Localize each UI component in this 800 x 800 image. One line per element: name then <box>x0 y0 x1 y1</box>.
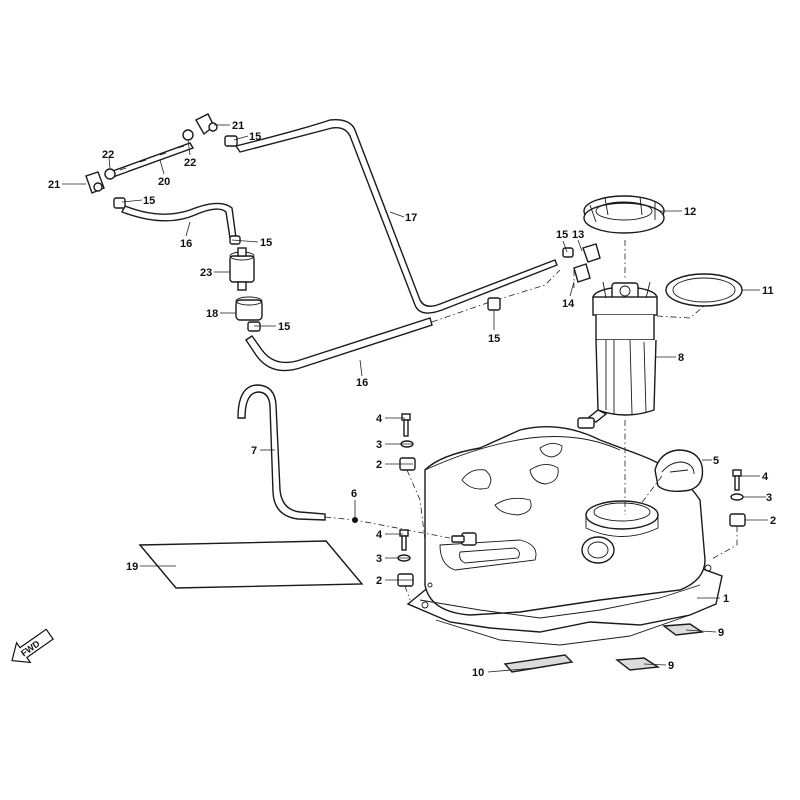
fuel-cap <box>654 449 704 493</box>
callout-14: 14 <box>562 298 575 310</box>
callout-23: 23 <box>200 267 212 279</box>
callout-21-left: 21 <box>48 179 60 191</box>
bolt-set-left-top <box>399 413 416 471</box>
fuel-filter <box>229 247 255 291</box>
fuel-hose-upper <box>121 202 237 239</box>
centerline-seal <box>656 305 705 319</box>
callout-18: 18 <box>206 308 218 320</box>
clamp-15-center <box>487 297 501 311</box>
callout-15-filter-top: 15 <box>260 237 272 249</box>
fitting-13 <box>582 243 601 263</box>
centerline-bolt-left <box>406 469 426 541</box>
callout-15-left: 15 <box>143 195 155 207</box>
seal-ring <box>665 273 743 307</box>
pad-9-upper <box>662 623 704 636</box>
pad-10 <box>503 654 574 673</box>
callout-15-upper-right: 15 <box>249 131 261 143</box>
clamp-15-left <box>113 197 126 209</box>
callout-2-left-bottom: 2 <box>376 575 382 587</box>
fuel-hose-20 <box>108 142 195 178</box>
callout-4-right: 4 <box>762 471 769 483</box>
fitting-14 <box>573 263 591 283</box>
callout-7: 7 <box>251 445 257 457</box>
centerline-bolt-right <box>709 526 738 561</box>
callout-22-top: 22 <box>184 157 196 169</box>
callout-4-left-bottom: 4 <box>376 529 383 541</box>
callout-3-left-bottom: 3 <box>376 553 382 565</box>
callout-22-left: 22 <box>102 149 114 161</box>
callout-2-right: 2 <box>770 515 776 527</box>
pad-9-lower <box>615 657 661 671</box>
fuel-hose-lower <box>245 269 561 372</box>
callout-17: 17 <box>405 212 417 224</box>
fitting-22-top <box>182 129 194 141</box>
fitting-21-top <box>195 113 218 136</box>
callout-21-top: 21 <box>232 120 244 132</box>
clamp-15-filter-bottom <box>247 321 261 332</box>
callout-16-upper: 16 <box>180 238 192 250</box>
callout-16-lower: 16 <box>356 377 368 389</box>
clip-6 <box>352 517 358 523</box>
callout-4-left-top: 4 <box>376 413 383 425</box>
callout-19: 19 <box>126 561 138 573</box>
fitting-21-left <box>85 171 105 194</box>
callout-11: 11 <box>762 285 774 297</box>
callout-13: 13 <box>572 229 584 241</box>
leader-lines <box>62 124 768 673</box>
callout-15-filter-bottom: 15 <box>278 321 290 333</box>
breather-hose <box>237 384 451 539</box>
callout-12: 12 <box>684 206 696 218</box>
callout-6: 6 <box>351 488 357 500</box>
callout-15-pump: 15 <box>556 229 568 241</box>
callout-10: 10 <box>472 667 484 679</box>
callout-15-center: 15 <box>488 333 500 345</box>
callout-20: 20 <box>158 176 170 188</box>
fuel-tank <box>406 426 723 646</box>
centerline-bolt-bottom <box>404 585 411 601</box>
callout-2-left-top: 2 <box>376 459 382 471</box>
callout-3-left-top: 3 <box>376 439 382 451</box>
bolt-set-right <box>729 469 746 527</box>
callout-1: 1 <box>723 593 729 605</box>
clamp-15-pump <box>562 247 574 258</box>
fitting-22-left <box>104 168 116 180</box>
lock-ring <box>583 195 665 234</box>
callout-9-lower: 9 <box>668 660 674 672</box>
callout-labels: 1 2 2 2 3 3 3 4 4 4 5 6 7 8 9 9 10 11 12… <box>48 120 776 679</box>
centerline-cap <box>639 475 663 506</box>
forward-direction-arrow: FWD <box>11 628 54 664</box>
callout-3-right: 3 <box>766 492 772 504</box>
callout-9-upper: 9 <box>718 627 724 639</box>
hose-clamp-18 <box>235 296 263 321</box>
callout-5: 5 <box>713 455 719 467</box>
vent-hose <box>234 119 558 314</box>
callout-8: 8 <box>678 352 684 364</box>
fuel-pump-assembly <box>577 281 658 429</box>
clamp-15-upper-right <box>224 135 238 147</box>
protective-sheet-19 <box>138 540 364 589</box>
